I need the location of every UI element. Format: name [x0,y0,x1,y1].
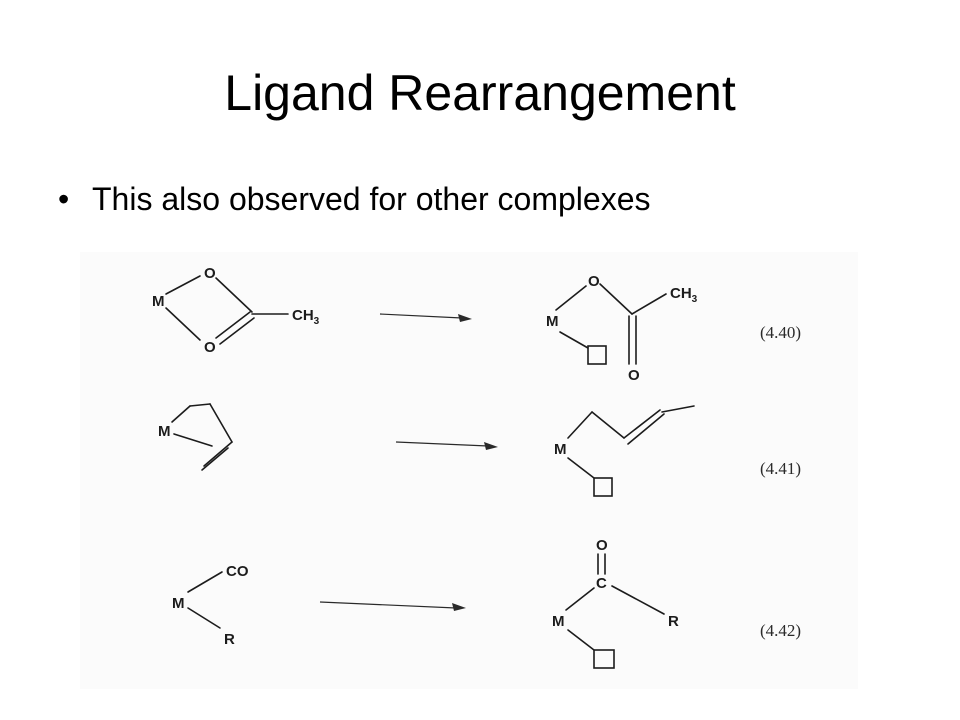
reactant-2-metal: M [158,423,171,440]
reaction-4-40-reactant: M O O CH3 [152,265,320,356]
product-1-oxygen-carbonyl: O [628,367,640,384]
reactant-1-oxygen-bottom: O [204,339,216,356]
reaction-4-42-product: M O C R [552,537,679,669]
reaction-4-42-arrow [319,601,466,611]
reaction-4-40-product: M O CH3 O [546,273,698,384]
equation-label-4-41: (4.41) [760,459,801,478]
product-1-oxygen: O [588,273,600,290]
product-2-metal: M [554,441,567,458]
reaction-scheme-svg: M O O CH3 M O CH3 O (4.4 [152,265,801,669]
reactant-1-metal: M [152,293,165,310]
reactant-3-r-group: R [224,631,235,648]
bullet-mark: • [58,181,70,217]
reaction-4-41-reactant: M [158,403,233,471]
reactant-3-carbonyl: CO [226,563,249,580]
reactant-1-oxygen-top: O [204,265,216,282]
product-3-r-group: R [668,613,679,630]
equation-label-4-42: (4.42) [760,621,801,640]
equation-label-4-40: (4.40) [760,323,801,342]
reaction-4-41-arrow [395,441,498,450]
reactant-1-methyl: CH3 [292,307,320,327]
bullet-text: This also observed for other complexes [92,181,651,217]
reactant-3-metal: M [172,595,185,612]
slide-title: Ligand Rearrangement [224,65,736,121]
bullet-list: • This also observed for other complexes [58,176,650,222]
reaction-4-42-reactant: M CO R [172,563,249,648]
product-3-carbon: C [596,575,607,592]
reaction-4-41-product: M [554,405,695,497]
reaction-4-40-arrow [379,313,472,322]
product-1-metal: M [546,313,559,330]
product-1-methyl: CH3 [670,285,698,305]
bullet-item: • This also observed for other complexes [58,176,650,222]
product-3-metal: M [552,613,565,630]
reaction-scheme-figure: M O O CH3 M O CH3 O (4.4 [80,252,858,689]
product-3-oxygen: O [596,537,608,554]
